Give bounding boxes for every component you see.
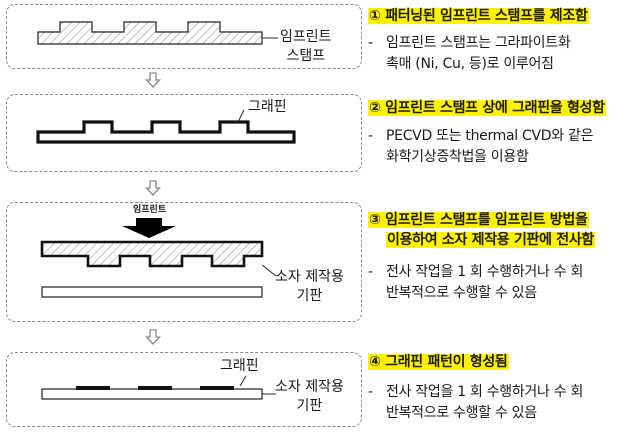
- step-3-box: [6, 202, 362, 322]
- substrate-label: 소자 제작용 기판: [275, 379, 344, 414]
- step-2-description: -PECVD 또는 thermal CVD와 같은 화학기상증착법을 이용함: [368, 128, 594, 165]
- step-4-description: -전사 작업을 1 회 수행하거나 수 회 반복적으로 수행할 수 있음: [368, 384, 584, 421]
- graphene-pattern: [76, 386, 110, 390]
- step-4-box: [6, 352, 362, 427]
- substrate-leader-line: [261, 264, 277, 277]
- down-arrow-icon: [145, 180, 161, 196]
- step-1-description: -임프린트 스탬프는 그라파이트화 촉매 (Ni, Cu, 등)로 이루어짐: [368, 35, 571, 72]
- substrate-step3: [41, 286, 263, 298]
- stamp-label: 임프린트 스탬프: [280, 29, 332, 64]
- imprint-stamp-step3: [40, 240, 264, 268]
- substrate-step4: [41, 388, 263, 400]
- step-3-title: ③ 임프린트 스탬프를 임프린트 방법을 이용하여 소자 제작용 기판에 전사함: [368, 212, 595, 248]
- imprint-arrow-head: [122, 226, 176, 238]
- imprint-arrow-shaft: [136, 218, 162, 226]
- substrate-label: 소자 제작용 기판: [275, 269, 344, 304]
- graphene-leader-line: [239, 375, 247, 387]
- step-3-description: -전사 작업을 1 회 수행하거나 수 회 반복적으로 수행할 수 있음: [368, 264, 584, 301]
- step-1-title: ① 패터닝된 임프린트 스탬프를 제조함: [368, 8, 589, 24]
- down-arrow-icon: [145, 329, 161, 345]
- graphene-pattern: [138, 386, 172, 390]
- step-4-title: ④ 그래핀 패턴이 형성됨: [368, 354, 509, 370]
- imprint-stamp-step1: [37, 21, 263, 45]
- graphene-pattern: [200, 386, 234, 390]
- graphene-label: 그래핀: [220, 358, 259, 374]
- step-2-title: ② 임프린트 스탬프 상에 그래핀을 형성함: [368, 100, 606, 116]
- graphene-leader-line: [237, 109, 245, 123]
- graphene-label: 그래핀: [248, 99, 287, 115]
- step-2-box: [6, 94, 362, 172]
- step-1-box: [6, 4, 362, 69]
- imprint-label: 임프린트: [133, 205, 167, 215]
- graphene-layer-step2: [36, 120, 296, 144]
- down-arrow-icon: [145, 72, 161, 88]
